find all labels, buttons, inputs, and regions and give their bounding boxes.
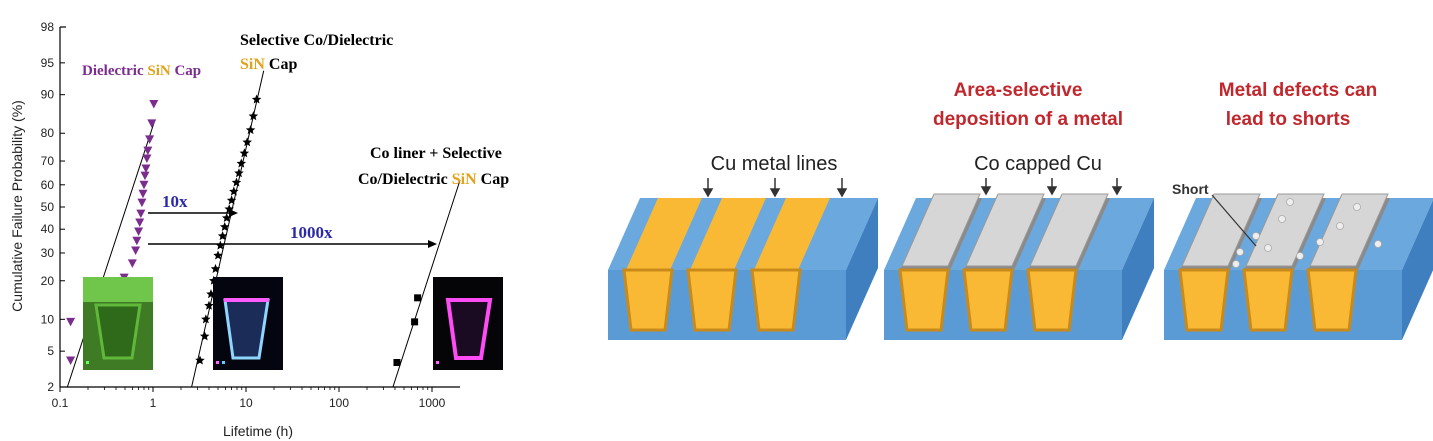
arrow-1000x: 1000x <box>148 223 437 248</box>
arrow-10x-label: 10x <box>162 192 188 211</box>
fit-line-series-2 <box>392 180 461 388</box>
panel2-title-line2: deposition of a metal <box>933 109 1123 130</box>
y-tick-label: 60 <box>41 178 55 192</box>
series-label-selective-line2: SiN Cap <box>240 56 297 73</box>
data-point-triangle <box>145 135 155 144</box>
data-point-star <box>201 314 211 324</box>
data-point-triangle <box>66 317 76 327</box>
panel1-label: Cu metal lines <box>711 153 838 175</box>
data-point-star <box>217 231 228 241</box>
arrow-1000x-label: 1000x <box>290 223 333 242</box>
fit-line-series-0 <box>66 119 156 388</box>
data-point-star <box>226 195 237 205</box>
data-point-triangle <box>141 164 151 173</box>
y-tick-label: 10 <box>41 312 55 326</box>
data-point-triangle <box>135 218 145 227</box>
series-label-coliner-line1: Co liner + Selective <box>370 145 502 162</box>
data-point-square <box>411 318 419 326</box>
data-point-triangle <box>138 189 148 199</box>
data-point-star <box>236 158 247 168</box>
y-tick-label: 98 <box>41 20 55 34</box>
series-label-coliner-line2: Co/Dielectric SiN Cap <box>358 171 509 188</box>
data-point-star <box>199 331 210 341</box>
y-tick-label: 95 <box>41 56 55 70</box>
series-label-selective-line1: Selective Co/Dielectric <box>240 32 393 49</box>
y-axis-title: Cumulative Failure Probability (%) <box>9 100 25 312</box>
data-point-square <box>393 359 401 367</box>
failure-probability-chart: 2 5 10 20 30 40 50 60 70 80 90 95 98 0.1 1 10 100 1000 10… <box>9 20 509 439</box>
y-tick-label: 5 <box>47 344 54 358</box>
data-point-star <box>229 186 239 196</box>
y-tick-label: 90 <box>41 88 55 102</box>
data-point-triangle <box>143 146 153 156</box>
data-point-triangle <box>139 180 149 190</box>
chart-axes: 2 5 10 20 30 40 50 60 70 80 90 95 98 0.1 1 10 100 1000 <box>41 20 460 410</box>
tem-inset-selective <box>213 277 283 370</box>
data-point-star <box>234 168 244 178</box>
data-point-star <box>210 263 221 273</box>
panel2-title-line1: Area-selective <box>954 80 1083 101</box>
x-tick-label: 1000 <box>419 396 446 410</box>
series-label-dielectric: Dielectric SiN Cap <box>82 63 201 79</box>
tem-inset-coliner <box>433 277 503 370</box>
data-point-triangle <box>134 227 144 236</box>
y-tick-label: 2 <box>47 380 54 394</box>
data-point-star <box>219 221 230 231</box>
x-axis-title: Lifetime (h) <box>223 423 293 439</box>
y-tick-label: 50 <box>41 200 55 214</box>
data-point-star <box>245 125 256 135</box>
data-point-triangle <box>132 236 142 246</box>
block-cu-lines <box>608 178 878 340</box>
data-point-triangle <box>147 119 157 128</box>
data-point-triangle <box>136 209 146 219</box>
block-shorts: Short <box>1164 181 1433 340</box>
y-tick-label: 80 <box>41 126 55 140</box>
data-point-square <box>414 294 422 302</box>
x-tick-label: 10 <box>239 396 253 410</box>
short-label: Short <box>1172 181 1209 197</box>
data-point-triangle <box>66 356 76 365</box>
data-point-triangle <box>137 198 147 208</box>
data-point-star <box>248 111 259 121</box>
data-point-triangle <box>131 246 141 255</box>
data-point-star <box>242 137 252 147</box>
panel3-title-line2: lead to shorts <box>1226 109 1351 130</box>
panel2-label: Co capped Cu <box>974 153 1102 175</box>
data-point-star <box>239 148 250 158</box>
y-tick-label: 40 <box>41 222 55 236</box>
x-tick-label: 1 <box>150 396 157 410</box>
tem-inset-dielectric <box>83 277 153 370</box>
arrow-10x: 10x <box>148 192 238 217</box>
x-tick-label: 0.1 <box>52 396 69 410</box>
data-point-star <box>213 250 223 260</box>
data-point-triangle <box>149 100 159 109</box>
data-point-triangle <box>140 171 150 181</box>
data-point-star <box>204 300 214 310</box>
defect-particles <box>1232 198 1382 268</box>
data-point-star <box>251 94 262 104</box>
y-tick-label: 30 <box>41 246 55 260</box>
y-tick-label: 70 <box>41 154 55 168</box>
data-point-triangle <box>127 259 137 268</box>
x-tick-label: 100 <box>329 396 349 410</box>
data-point-triangle <box>142 154 152 163</box>
block-co-capped <box>884 178 1154 340</box>
data-point-star <box>215 240 226 250</box>
process-diagram: Area-selective deposition of a metal Met… <box>608 80 1433 340</box>
data-point-star <box>221 213 232 223</box>
data-point-star <box>231 177 242 187</box>
y-tick-label: 20 <box>41 274 55 288</box>
panel3-title-line1: Metal defects can <box>1219 80 1377 101</box>
data-point-star <box>195 355 205 365</box>
